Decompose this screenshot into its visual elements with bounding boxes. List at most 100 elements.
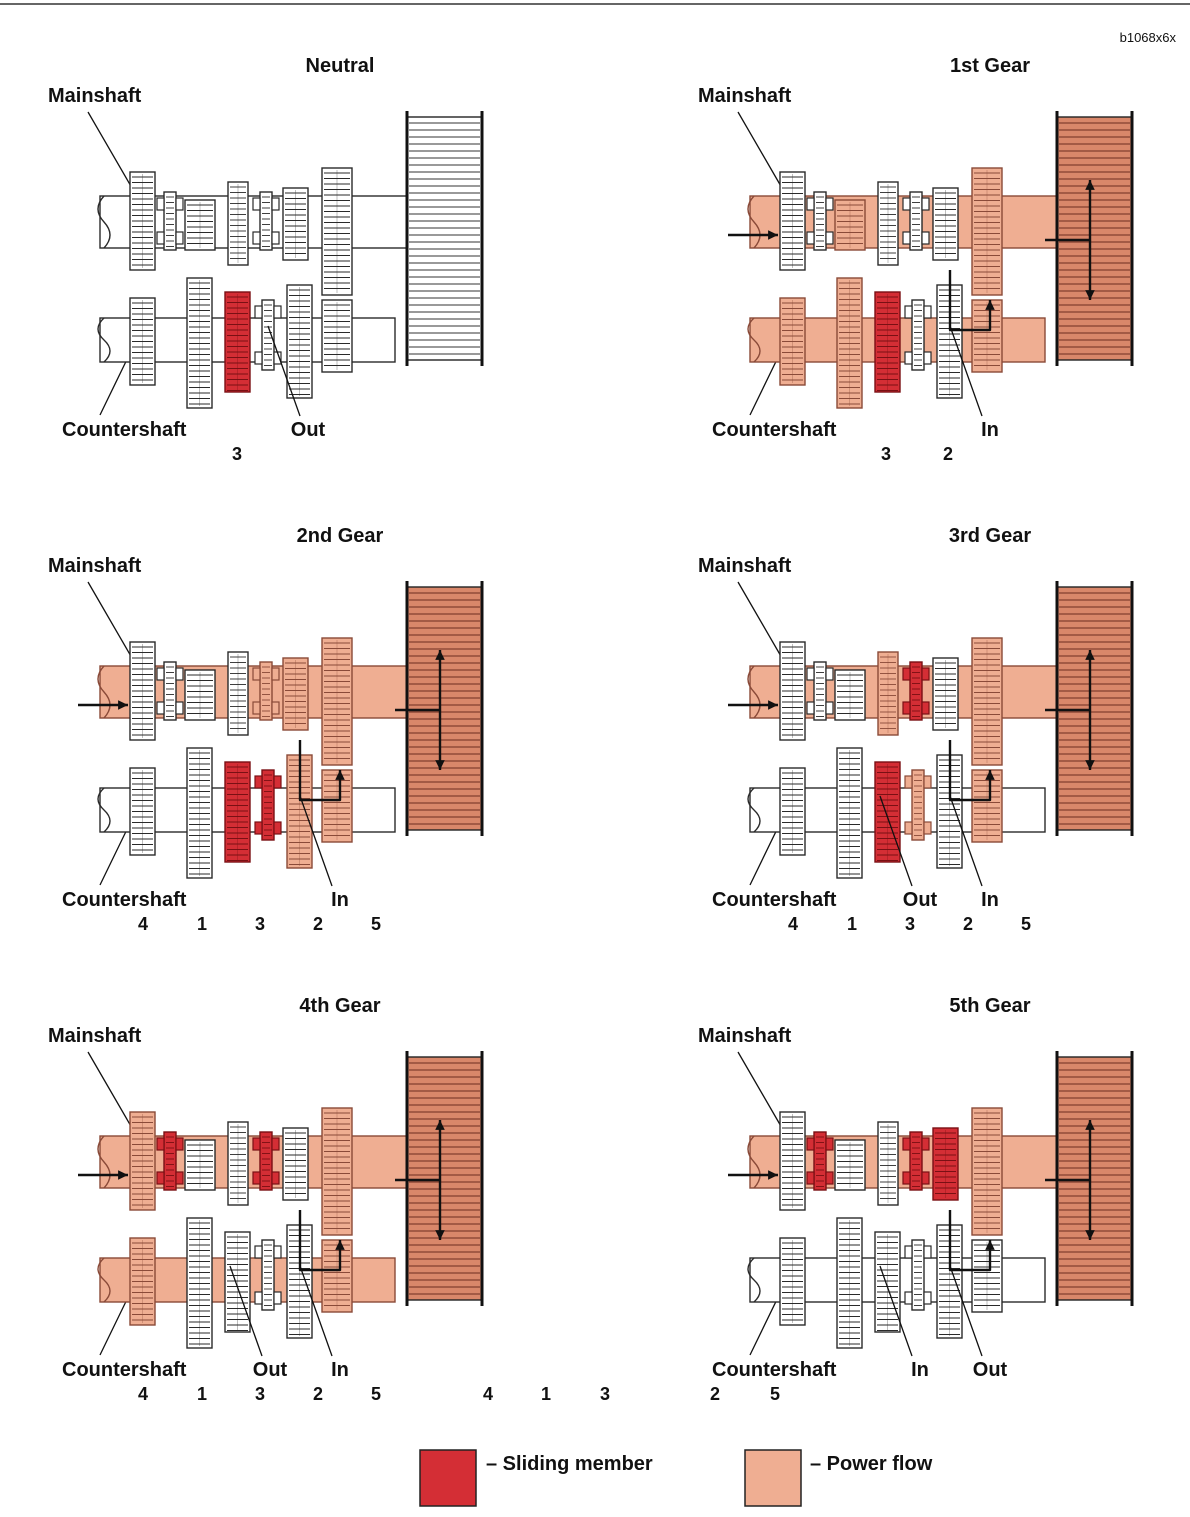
mainshaft-gear-2 — [834, 669, 866, 721]
transfer-arrow — [948, 740, 995, 802]
countershaft-gear-3 — [224, 1231, 251, 1333]
countershaft-gear-3 — [224, 291, 251, 393]
countershaft-gear-5 — [971, 299, 1003, 373]
countershaft-gear-5 — [971, 769, 1003, 843]
gear-number: 2 — [963, 914, 973, 934]
legend: – Sliding member – Power flow — [419, 1449, 933, 1507]
mainshaft-gear-3 — [227, 1121, 249, 1206]
mainshaft-leader — [87, 111, 133, 189]
transfer-arrow — [948, 1210, 995, 1272]
mainshaft-gear-3 — [877, 181, 899, 266]
input-arrow — [728, 230, 778, 240]
panel-title: 3rd Gear — [949, 525, 1031, 547]
mainshaft-label: Mainshaft — [48, 85, 142, 107]
callout-leader — [949, 795, 983, 887]
mainshaft-label: Mainshaft — [698, 1025, 792, 1047]
mainshaft-gear-5 — [321, 637, 353, 766]
countershaft-gear-2 — [836, 1217, 863, 1349]
output-drum — [405, 111, 484, 366]
mainshaft-leader — [87, 581, 133, 659]
mainshaft-gear-4 — [282, 187, 309, 261]
callout-leader — [949, 1265, 983, 1357]
mainshaft-gear-5 — [971, 167, 1003, 296]
countershaft-label: Countershaft — [712, 1359, 837, 1381]
mainshaft-gear-1 — [779, 641, 806, 741]
countershaft-gear-1 — [779, 1237, 806, 1326]
callout-leader — [299, 795, 333, 887]
output-drum — [405, 581, 484, 836]
mainshaft-leader — [737, 1051, 783, 1129]
mainshaft-gear-3 — [877, 651, 899, 736]
countershaft-gear-5 — [321, 1239, 353, 1313]
mainshaft-gear-1 — [779, 1111, 806, 1211]
mainshaft-gear-4 — [932, 187, 959, 261]
gear-number: 1 — [541, 1384, 551, 1404]
mainshaft-gear-2 — [834, 1139, 866, 1191]
callout-leader — [299, 1265, 333, 1357]
countershaft-gear-4 — [936, 754, 963, 869]
output-drum — [1055, 111, 1134, 366]
countershaft-gear-3 — [874, 761, 901, 863]
panel-title: Neutral — [306, 55, 375, 77]
input-arrow — [78, 700, 128, 710]
mainshaft-gear-3 — [227, 651, 249, 736]
output-drum — [405, 1051, 484, 1306]
callout-leader — [229, 1265, 263, 1357]
mainshaft-gear-4 — [932, 1127, 959, 1201]
legend-sliding-swatch — [419, 1449, 477, 1507]
countershaft-gear-1 — [129, 1237, 156, 1326]
mainshaft-label: Mainshaft — [698, 555, 792, 577]
mainshaft-sliding-clutch-2 — [252, 191, 280, 251]
callout-in: In — [911, 1359, 929, 1381]
transfer-arrow — [298, 740, 345, 802]
mainshaft-sliding-clutch-2 — [902, 1131, 930, 1191]
countershaft-label: Countershaft — [712, 419, 837, 441]
gear-number: 1 — [197, 914, 207, 934]
mainshaft-gear-3 — [877, 1121, 899, 1206]
mainshaft-sliding-clutch-2 — [252, 1131, 280, 1191]
countershaft-gear-1 — [779, 297, 806, 386]
gear-number: 4 — [788, 914, 798, 934]
callout-in: In — [331, 1359, 349, 1381]
drum-flow-arrow-down — [1085, 1180, 1095, 1240]
input-arrow — [728, 1170, 778, 1180]
legend-power-label: – Power flow — [810, 1453, 933, 1475]
countershaft-sliding-clutch — [254, 769, 282, 841]
legend-power-swatch — [744, 1449, 802, 1507]
countershaft-sliding-clutch — [904, 769, 932, 841]
callout-leader — [879, 795, 913, 887]
countershaft-gear-2 — [186, 1217, 213, 1349]
input-arrow — [78, 1170, 128, 1180]
countershaft-sliding-clutch — [904, 299, 932, 371]
mainshaft-gear-5 — [971, 637, 1003, 766]
gear-number: 3 — [255, 1384, 265, 1404]
gear-number: 3 — [881, 444, 891, 464]
countershaft-sliding-clutch — [254, 1239, 282, 1311]
callout-in: In — [981, 889, 999, 911]
gear-number: 4 — [138, 914, 148, 934]
mainshaft-gear-5 — [321, 167, 353, 296]
mainshaft-leader — [737, 111, 783, 189]
drum-flow-arrow-down — [435, 710, 445, 770]
panel-title: 4th Gear — [299, 995, 380, 1017]
mainshaft-gear-1 — [129, 1111, 156, 1211]
gear-number: 4 — [138, 1384, 148, 1404]
gear-number: 3 — [232, 444, 242, 464]
mainshaft-label: Mainshaft — [48, 1025, 142, 1047]
callout-in: In — [331, 889, 349, 911]
countershaft-gear-3 — [224, 761, 251, 863]
mainshaft-gear-1 — [129, 171, 156, 271]
output-drum — [1055, 581, 1134, 836]
gear-number: 1 — [197, 1384, 207, 1404]
callout-out: Out — [903, 889, 938, 911]
countershaft-gear-1 — [129, 297, 156, 386]
mainshaft-gear-1 — [129, 641, 156, 741]
input-arrow — [728, 700, 778, 710]
gear-number: 2 — [313, 1384, 323, 1404]
callout-leader — [949, 325, 983, 417]
